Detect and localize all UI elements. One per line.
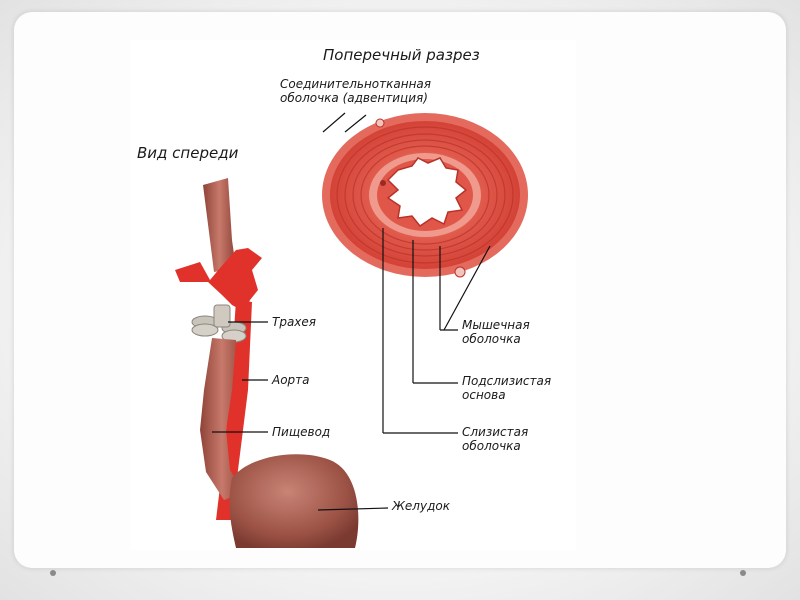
stomach-label: Желудок bbox=[392, 500, 450, 513]
cross-section bbox=[322, 113, 528, 277]
adventitia-pointer bbox=[323, 113, 345, 132]
slide-nav-dot-left[interactable] bbox=[50, 570, 56, 576]
muscular-label-line2: оболочка bbox=[462, 333, 521, 346]
cross-section-title: Поперечный разрез bbox=[323, 47, 480, 63]
adventitia-label-line2: оболочка (адвентиция) bbox=[280, 92, 428, 105]
esophagus-label: Пищевод bbox=[272, 426, 330, 439]
vessel bbox=[376, 119, 384, 127]
vessel bbox=[455, 267, 465, 277]
adventitia-label-line1: Соединительнотканная bbox=[280, 78, 431, 91]
submucosa-label-line1: Подслизистая bbox=[462, 375, 551, 388]
mucosa-label-line1: Слизистая bbox=[462, 426, 528, 439]
stomach-body bbox=[229, 454, 358, 548]
muscular-label-line1: Мышечная bbox=[462, 319, 530, 332]
vessel bbox=[380, 180, 386, 186]
front-view-title: Вид спереди bbox=[137, 145, 238, 161]
front-view bbox=[175, 178, 358, 548]
trachea-label: Трахея bbox=[272, 316, 316, 329]
aorta-label: Аорта bbox=[272, 374, 310, 387]
submucosa-label-line2: основа bbox=[462, 389, 506, 402]
slide-nav-dot-right[interactable] bbox=[740, 570, 746, 576]
mucosa-label-line2: оболочка bbox=[462, 440, 521, 453]
